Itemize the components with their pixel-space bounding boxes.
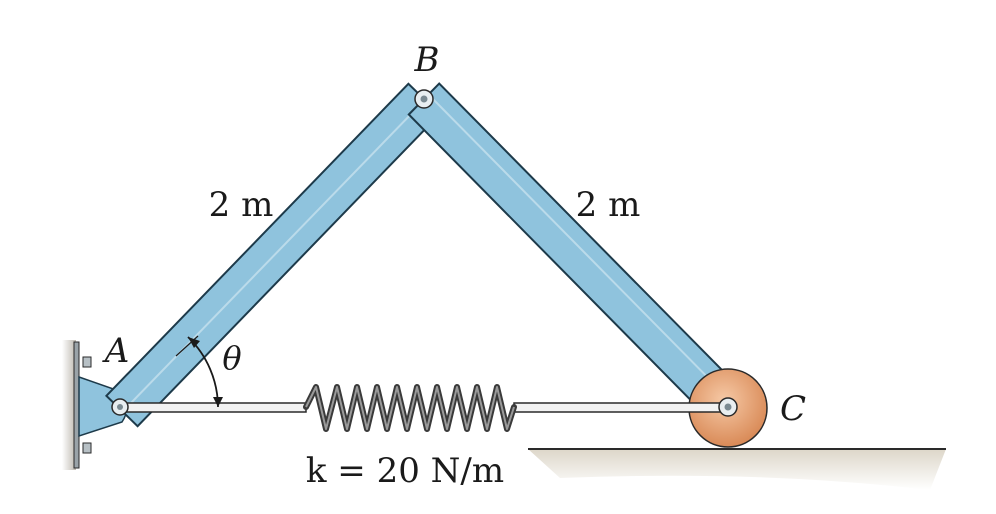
label-spring-constant: k = 20 N/m bbox=[306, 451, 504, 491]
bar-ab bbox=[104, 82, 442, 428]
wall-support bbox=[62, 340, 92, 470]
pin-a bbox=[111, 398, 129, 416]
spring-rod-right bbox=[513, 402, 727, 413]
label-point-a: A bbox=[102, 331, 130, 371]
label-length-bc: 2 m bbox=[576, 185, 641, 225]
bar-bc bbox=[407, 82, 744, 423]
spring-highlight bbox=[305, 386, 515, 430]
angle-theta-arc bbox=[175, 335, 223, 408]
pin-b bbox=[414, 89, 434, 109]
ground bbox=[528, 448, 946, 490]
label-point-b: B bbox=[414, 40, 440, 80]
label-angle-theta: θ bbox=[222, 339, 241, 377]
spring-rod-left bbox=[119, 402, 307, 413]
label-length-ab: 2 m bbox=[209, 185, 274, 225]
pin-c bbox=[718, 397, 738, 417]
label-point-c: C bbox=[780, 389, 806, 429]
